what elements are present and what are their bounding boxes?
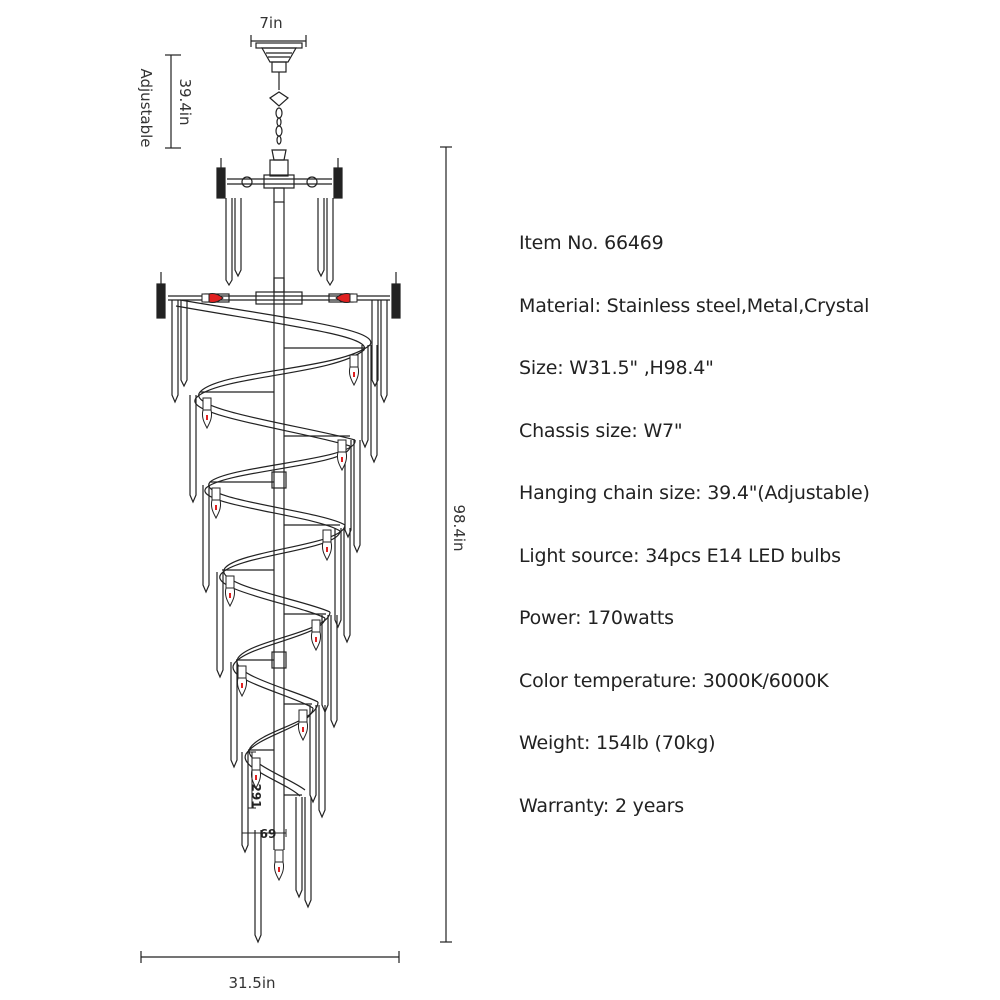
spiral-shelves [200, 347, 365, 796]
chain-adjustable-label: Adjustable [137, 69, 155, 148]
ceiling-canopy [255, 42, 303, 107]
total-height-label: 98.4in [450, 504, 468, 551]
bulbs [201, 293, 359, 882]
spec-warranty: Warranty: 2 years [519, 794, 684, 817]
bulb-width-label: 69 [260, 827, 277, 841]
chassis-width-label: 7in [259, 14, 282, 32]
central-rod [271, 202, 287, 850]
spec-item-number: Item No. 66469 [519, 232, 664, 254]
top-arm [216, 158, 343, 287]
spec-power: Power: 170watts [519, 607, 674, 629]
spec-weight: Weight: 154lb (70kg) [519, 732, 716, 754]
spec-size: Size: W31.5" ,H98.4" [519, 357, 714, 379]
spec-chassis-size: Chassis size: W7" [519, 419, 683, 442]
middle-arm [156, 272, 401, 404]
total-width-dimension [140, 951, 400, 963]
chain-length-dimension [165, 54, 181, 149]
spec-list: Item No. 66469 Material: Stainless steel… [519, 228, 979, 853]
bulb-length-label: 291 [249, 783, 263, 808]
spec-color-temperature: Color temperature: 3000K/6000K [519, 669, 829, 692]
total-width-label: 31.5in [228, 974, 275, 992]
bulb-dimension-marks [241, 751, 287, 837]
spec-material: Material: Stainless steel,Metal,Crystal [519, 294, 870, 317]
spec-light-source: Light source: 34pcs E14 LED bulbs [519, 544, 841, 567]
chain-length-label: 39.4in [176, 78, 194, 125]
crystal-drops [189, 345, 378, 944]
total-height-dimension [440, 146, 452, 943]
hanging-chain [269, 107, 289, 177]
spec-chain-size: Hanging chain size: 39.4"(Adjustable) [519, 482, 870, 504]
chassis-width-dimension [250, 35, 307, 47]
